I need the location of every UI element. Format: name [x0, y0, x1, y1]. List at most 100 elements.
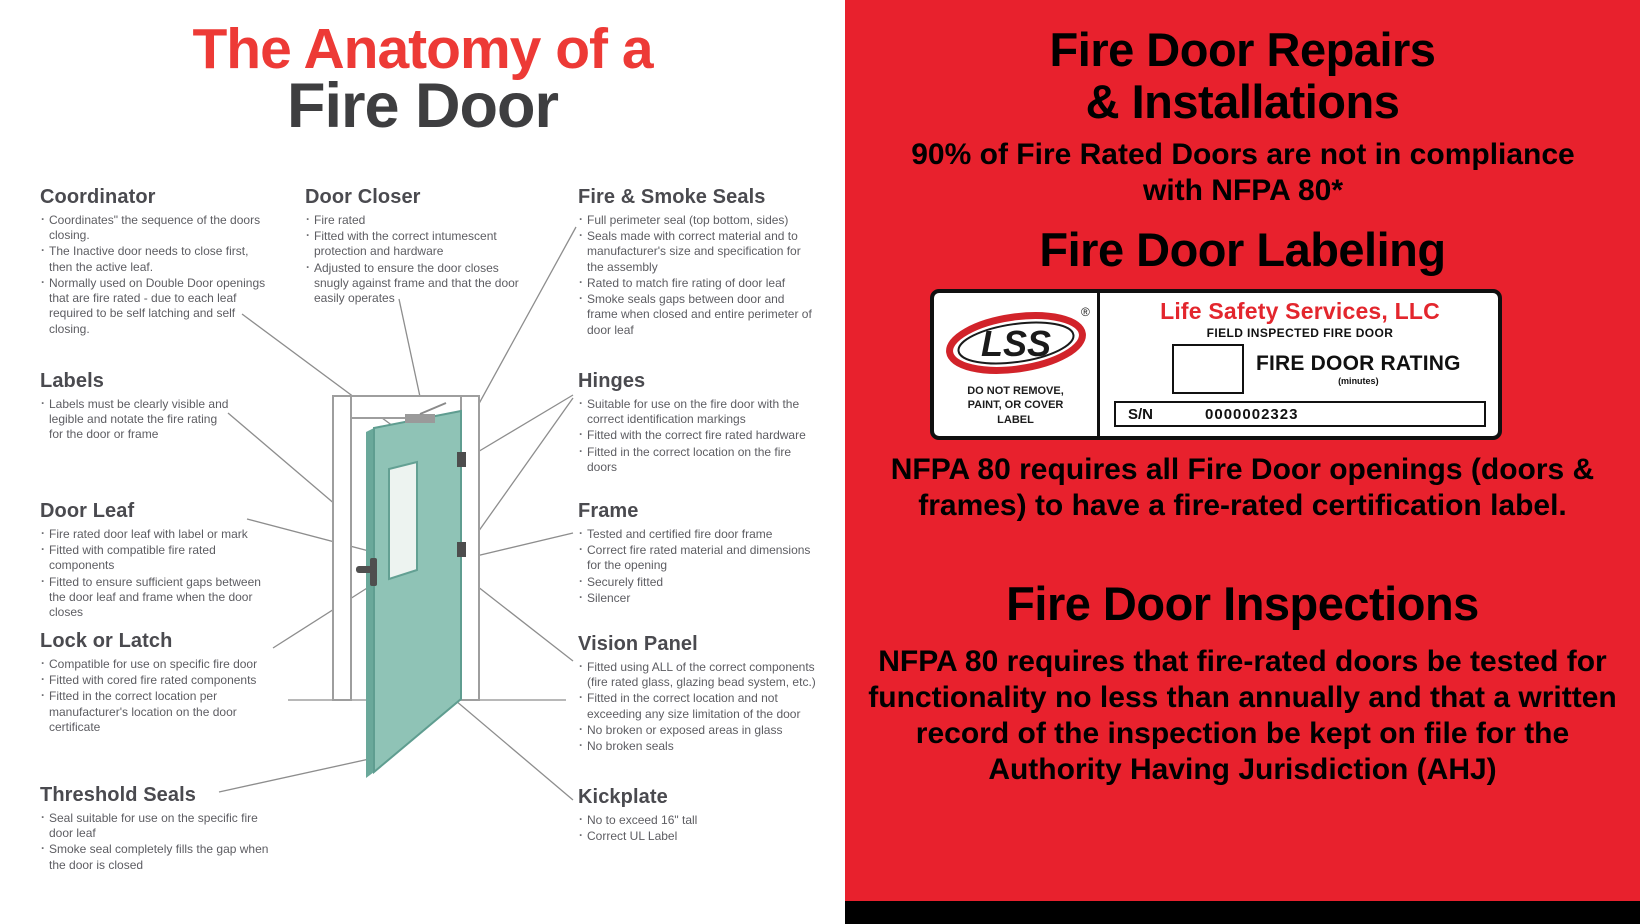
connector-kickplate [435, 683, 574, 801]
connector-lock-latch [272, 582, 376, 649]
bullet: No to exceed 16" tall [578, 812, 758, 828]
connector-threshold-seals [218, 755, 384, 793]
heading-labeling: Fire Door Labeling [1039, 223, 1446, 276]
connector-door-leaf [246, 518, 389, 557]
bullet: Silencer [578, 590, 818, 606]
connector-labels [227, 412, 351, 518]
inspection-requirement-text: NFPA 80 requires that fire-rated doors b… [868, 645, 1617, 786]
label-card-info-side: Life Safety Services, LLC FIELD INSPECTE… [1100, 293, 1498, 436]
door-handle [356, 566, 374, 573]
lss-logo-icon: LSS ® [945, 305, 1090, 374]
section-title: Coordinator [40, 186, 156, 208]
bullet: Labels must be clearly visible and legib… [40, 396, 230, 443]
bullet: Compatible for use on specific fire door [40, 656, 285, 672]
bottom-bar [845, 901, 1640, 924]
section-title: Door Leaf [40, 500, 135, 522]
bullet: Smoke seals gaps between door and frame … [578, 291, 818, 338]
bullet: Fitted in the correct location and not e… [578, 690, 830, 721]
bullet: Fitted with compatible fire rated compon… [40, 542, 272, 573]
bullet: Full perimeter seal (top bottom, sides) [578, 212, 818, 228]
bullet: Suitable for use on the fire door with t… [578, 396, 818, 427]
field-inspected-text: FIELD INSPECTED FIRE DOOR [1206, 326, 1394, 340]
rating-stamp-box [1172, 344, 1244, 394]
door-closer-device [405, 414, 435, 423]
hinge-top [457, 452, 466, 467]
section-coordinator: Coordinator Coordinates" the sequence of… [40, 186, 272, 338]
section-title: Lock or Latch [40, 630, 173, 652]
bullet: Correct fire rated material and dimensio… [578, 542, 818, 573]
bullet: No broken seals [578, 738, 830, 754]
door-edge [366, 428, 374, 778]
bullet: Securely fitted [578, 574, 818, 590]
info-panel: Fire Door Repairs & Installations 90% of… [845, 0, 1640, 924]
title-line-1: The Anatomy of a [192, 17, 653, 81]
serial-number-box: S/N 0000002323 [1114, 401, 1486, 427]
bullet: Fitted with cored fire rated components [40, 672, 285, 688]
compliance-statistic: 90% of Fire Rated Doors are not in compl… [911, 138, 1575, 207]
bullet: Normally used on Double Door openings th… [40, 275, 272, 337]
page-title: The Anatomy of a Fire Door [0, 17, 845, 142]
bullet: Rated to match fire rating of door leaf [578, 275, 818, 291]
fire-door-diagram [218, 226, 577, 801]
connector-hinge-top [465, 394, 574, 460]
hinge-bottom [457, 542, 466, 557]
bullet: Seals made with correct material and to … [578, 228, 818, 275]
section-title: Kickplate [578, 786, 668, 808]
bullet: Seal suitable for use on the specific fi… [40, 810, 270, 841]
latch-plate [370, 558, 377, 586]
sn-value: 0000002323 [1205, 405, 1299, 423]
section-title: Threshold Seals [40, 784, 196, 806]
section-fire-smoke-seals: Fire & Smoke Seals Full perimeter seal (… [578, 186, 818, 339]
svg-text:LSS: LSS [980, 323, 1050, 364]
section-title: Door Closer [305, 186, 421, 208]
bullet: Tested and certified fire door frame [578, 526, 818, 542]
section-threshold-seals: Threshold Seals Seal suitable for use on… [40, 784, 270, 874]
bullet: Fire rated door leaf with label or mark [40, 526, 272, 542]
heading-line-2: & Installations [1085, 74, 1400, 128]
bullet: Correct UL Label [578, 828, 758, 844]
inspection-label-card: LSS ® DO NOT REMOVE, PAINT, OR COVER LAB… [930, 289, 1502, 440]
bullet: Coordinates" the sequence of the doors c… [40, 212, 272, 243]
bullet: Fitted with the correct fire rated hardw… [578, 427, 818, 443]
door-closer-arm [419, 402, 447, 415]
bullet: Fitted to ensure sufficient gaps between… [40, 574, 272, 621]
labeling-requirement-text: NFPA 80 requires all Fire Door openings … [890, 453, 1595, 522]
company-name: Life Safety Services, LLC [1160, 298, 1440, 324]
connector-frame [471, 532, 574, 558]
rating-minutes: (minutes) [1338, 376, 1379, 386]
label-card-logo-side: LSS ® DO NOT REMOVE, PAINT, OR COVER LAB… [934, 293, 1100, 436]
section-door-leaf: Door Leaf Fire rated door leaf with labe… [40, 500, 272, 621]
bullet: Fire rated [305, 212, 533, 228]
section-title: Frame [578, 500, 639, 522]
section-title: Fire & Smoke Seals [578, 186, 766, 208]
section-vision-panel: Vision Panel Fitted using ALL of the cor… [578, 633, 830, 755]
bullet: No broken or exposed areas in glass [578, 722, 830, 738]
door-hardware [356, 402, 466, 586]
bullet: Fitted in the correct location per manuf… [40, 688, 285, 735]
bullet: Smoke seal completely fills the gap when… [40, 841, 270, 872]
section-kickplate: Kickplate No to exceed 16" tall Correct … [578, 786, 758, 845]
frame-left-jamb [332, 395, 352, 701]
connector-fire-smoke-seals [469, 226, 577, 421]
rating-row: FIRE DOOR RATING (minutes) [1114, 344, 1486, 394]
svg-text:®: ® [1081, 305, 1090, 319]
section-hinges: Hinges Suitable for use on the fire door… [578, 370, 818, 476]
sn-label: S/N [1128, 405, 1154, 423]
rating-text: FIRE DOOR RATING (minutes) [1256, 352, 1461, 386]
rating-title: FIRE DOOR RATING [1256, 352, 1461, 375]
heading-repairs-installations: Fire Door Repairs & Installations [845, 24, 1640, 127]
door-leaf-group [366, 409, 462, 778]
bullet: Adjusted to ensure the door closes snugl… [305, 260, 533, 307]
section-title: Labels [40, 370, 104, 392]
bullet: The Inactive door needs to close first, … [40, 243, 272, 274]
do-not-remove-text: DO NOT REMOVE, PAINT, OR COVER LABEL [967, 385, 1064, 426]
heading-inspections: Fire Door Inspections [1006, 577, 1479, 630]
title-line-2: Fire Door [286, 71, 559, 142]
section-door-closer: Door Closer Fire rated Fitted with the c… [305, 186, 533, 307]
section-title: Vision Panel [578, 633, 698, 655]
heading-line-1: Fire Door Repairs [1049, 23, 1436, 76]
bullet: Fitted in the correct location on the fi… [578, 444, 818, 475]
section-labels: Labels Labels must be clearly visible an… [40, 370, 230, 444]
vision-panel-glass [388, 460, 418, 581]
